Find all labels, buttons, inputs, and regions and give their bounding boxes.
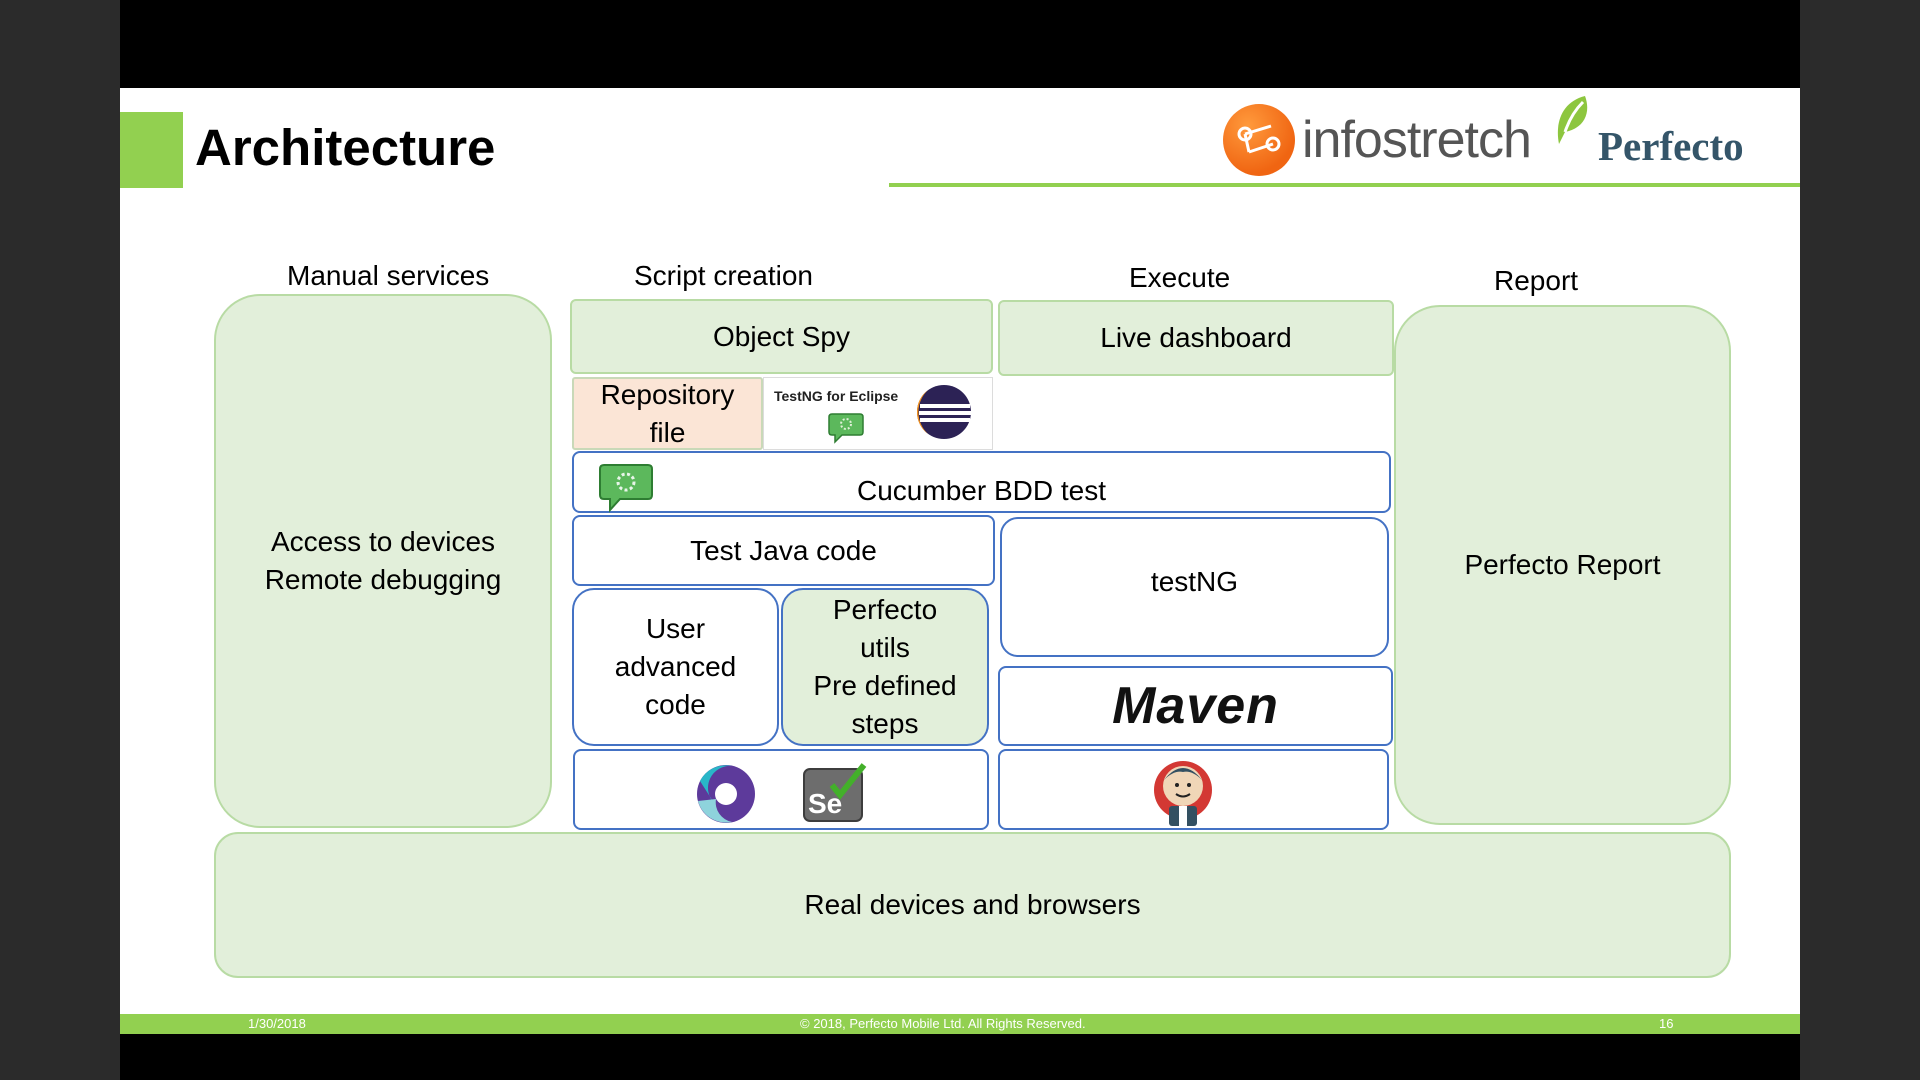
cucumber-icon bbox=[598, 463, 654, 523]
manual-line-debugging: Remote debugging bbox=[264, 564, 502, 595]
cucumber-bdd-label: Cucumber BDD test bbox=[857, 475, 1106, 507]
slide-title: Architecture bbox=[195, 119, 496, 176]
selenium-logo-text: Se bbox=[808, 788, 842, 819]
perfecto-report-label: Perfecto Report bbox=[1464, 549, 1661, 581]
test-java-code-label: Test Java code bbox=[690, 534, 877, 566]
column-label-report: Report bbox=[1494, 265, 1579, 296]
perfecto-report-box: Perfecto Report bbox=[1394, 305, 1731, 825]
column-label-manual: Manual services bbox=[287, 260, 490, 291]
perfecto-utils-line-3: Pre defined bbox=[813, 670, 957, 701]
maven-box: Maven bbox=[998, 666, 1393, 746]
footer-page-number: 16 bbox=[1659, 1016, 1674, 1031]
bottom-letterbox bbox=[120, 1034, 1800, 1080]
cucumber-small-icon bbox=[828, 412, 864, 448]
footer-copyright: © 2018, Perfecto Mobile Ltd. All Rights … bbox=[800, 1016, 1086, 1031]
repository-file-box: Repository file bbox=[572, 377, 763, 450]
perfecto-utils-line-2: utils bbox=[860, 632, 910, 664]
test-java-code-box: Test Java code bbox=[572, 515, 995, 586]
repository-line-1: Repository bbox=[600, 378, 735, 410]
cucumber-bdd-box: Cucumber BDD test bbox=[572, 451, 1391, 513]
perfecto-utils-box: Perfecto utils Pre defined steps bbox=[781, 588, 989, 746]
perfecto-leaf-icon bbox=[1551, 94, 1593, 146]
infostretch-logo-text: infostretch bbox=[1302, 111, 1532, 169]
perfecto-logo-text: Perfecto bbox=[1598, 123, 1744, 169]
live-dashboard-box: Live dashboard bbox=[998, 300, 1394, 376]
infostretch-logo-icon bbox=[1223, 104, 1295, 176]
manual-services-box: Access to devices Remote debugging bbox=[214, 294, 552, 828]
testng-eclipse-logo-box: TestNG for Eclipse bbox=[763, 377, 993, 450]
slide: Architecture infostretch Perfecto Manual… bbox=[120, 88, 1800, 1034]
object-spy-label: Object Spy bbox=[713, 320, 850, 352]
footer-date: 1/30/2018 bbox=[248, 1016, 306, 1031]
perfecto-utils-line-1: Perfecto bbox=[832, 594, 938, 626]
execute-tools-logos-box bbox=[998, 749, 1389, 830]
repository-line-2: file bbox=[649, 416, 686, 448]
testng-eclipse-label: TestNG for Eclipse bbox=[774, 388, 899, 404]
jenkins-icon bbox=[1152, 756, 1214, 832]
real-devices-label: Real devices and browsers bbox=[804, 889, 1141, 921]
title-accent-square bbox=[120, 112, 183, 188]
eclipse-icon bbox=[914, 384, 972, 444]
user-advanced-code-box: User advanced code bbox=[572, 588, 779, 746]
user-line-3: code bbox=[645, 688, 706, 720]
selenium-icon: Se bbox=[802, 763, 868, 827]
maven-logo-text: Maven bbox=[1112, 676, 1279, 735]
title-underline bbox=[889, 183, 1800, 187]
perfecto-utils-line-4: steps bbox=[851, 707, 919, 739]
testng-label: testNG bbox=[1150, 566, 1239, 598]
user-line-1: User bbox=[645, 613, 706, 645]
appium-icon bbox=[692, 763, 760, 829]
user-line-2: advanced bbox=[614, 651, 737, 683]
manual-line-access: Access to devices bbox=[270, 526, 496, 558]
real-devices-box: Real devices and browsers bbox=[214, 832, 1731, 978]
live-dashboard-label: Live dashboard bbox=[1100, 322, 1292, 354]
script-tools-logos-box: Se bbox=[573, 749, 989, 830]
top-letterbox bbox=[120, 0, 1800, 88]
object-spy-box: Object Spy bbox=[570, 299, 993, 374]
testng-box: testNG bbox=[1000, 517, 1389, 657]
column-label-script: Script creation bbox=[634, 260, 813, 291]
column-label-execute: Execute bbox=[1129, 262, 1231, 293]
footer-bar bbox=[120, 1014, 1800, 1034]
